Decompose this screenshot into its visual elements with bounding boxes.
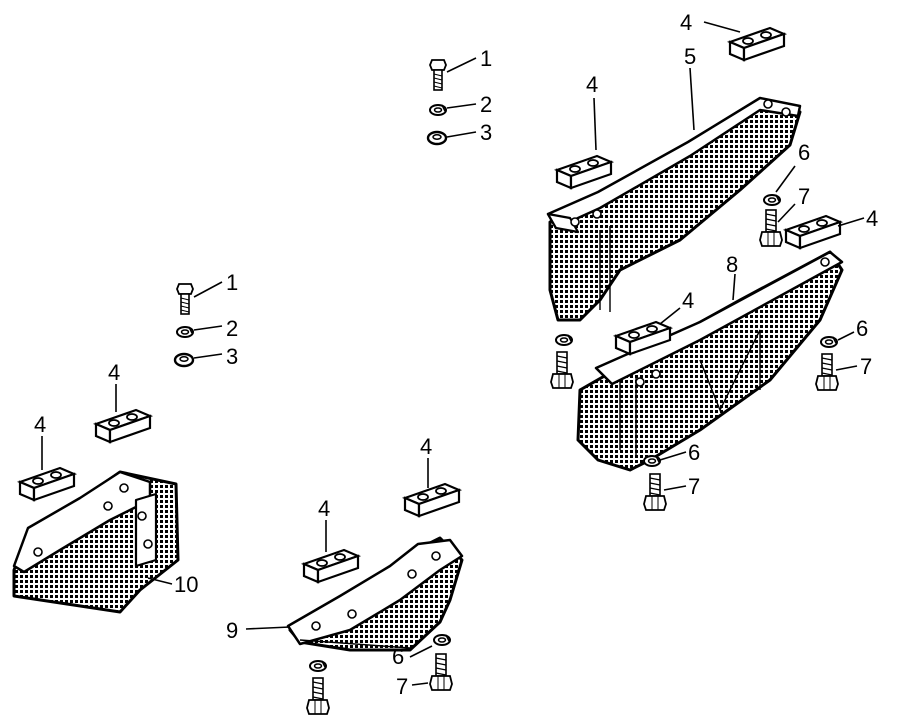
callout-spacer-block: 4 (680, 10, 692, 35)
hex-screw-icon (429, 653, 453, 691)
callout-spacer-block: 4 (318, 496, 330, 521)
spacer-block-icon (302, 548, 360, 584)
spacer-block-icon (18, 466, 76, 502)
spring-washer-icon (555, 334, 573, 346)
washer-icon (426, 130, 448, 146)
leader-lines (41, 21, 865, 686)
hex-bolt-icon (176, 283, 194, 315)
spacer-block-icon (94, 408, 152, 444)
callout-flat-washer: 3 (226, 344, 238, 369)
callout-bolt: 1 (480, 46, 492, 71)
lower-guard-part (576, 250, 844, 472)
callout-screw: 7 (688, 474, 700, 499)
callout-bolt: 1 (226, 270, 238, 295)
callout-spacer-block: 4 (586, 72, 598, 97)
front-guard-part (286, 536, 464, 652)
spacer-block-icon (403, 482, 461, 518)
spring-washer-icon (309, 660, 327, 672)
hex-screw-icon (550, 351, 574, 389)
spacer-block-icon (784, 214, 842, 250)
spring-washer-icon (763, 194, 781, 206)
callout-spacer-block: 4 (420, 434, 432, 459)
callout-flat-washer: 3 (480, 120, 492, 145)
spring-washer-icon (176, 326, 194, 338)
spacer-block-icon (555, 154, 613, 190)
callout-lower-guard: 8 (726, 252, 738, 277)
callout-lock-washer: 6 (798, 140, 810, 165)
spring-washer-icon (433, 634, 451, 646)
callout-spacer-block: 4 (866, 206, 878, 231)
spring-washer-icon (429, 104, 447, 116)
hex-screw-icon (306, 677, 330, 715)
callout-spacer-block: 4 (34, 412, 46, 437)
hex-screw-icon (815, 353, 839, 391)
callout-side-guard: 10 (174, 572, 198, 597)
callout-screw: 7 (396, 674, 408, 699)
callout-front-guard: 9 (226, 618, 238, 643)
callout-screw: 7 (798, 184, 810, 209)
callout-spacer-block: 4 (108, 360, 120, 385)
callout-lock-washer: 6 (856, 316, 868, 341)
washer-icon (173, 352, 195, 368)
hex-screw-icon (759, 209, 783, 247)
callout-upper-guard: 5 (684, 44, 696, 69)
hex-bolt-icon (429, 59, 447, 91)
upper-guard-part (546, 96, 802, 322)
spring-washer-icon (643, 455, 661, 467)
callout-spacer-block: 4 (682, 288, 694, 313)
spacer-block-icon (728, 26, 786, 62)
callout-spring-washer: 2 (480, 92, 492, 117)
callout-lock-washer: 6 (688, 440, 700, 465)
callout-lock-washer: 6 (392, 644, 404, 669)
spring-washer-icon (820, 336, 838, 348)
hex-screw-icon (643, 473, 667, 511)
callout-spring-washer: 2 (226, 316, 238, 341)
side-guard-part (12, 470, 180, 614)
callout-screw: 7 (860, 354, 872, 379)
